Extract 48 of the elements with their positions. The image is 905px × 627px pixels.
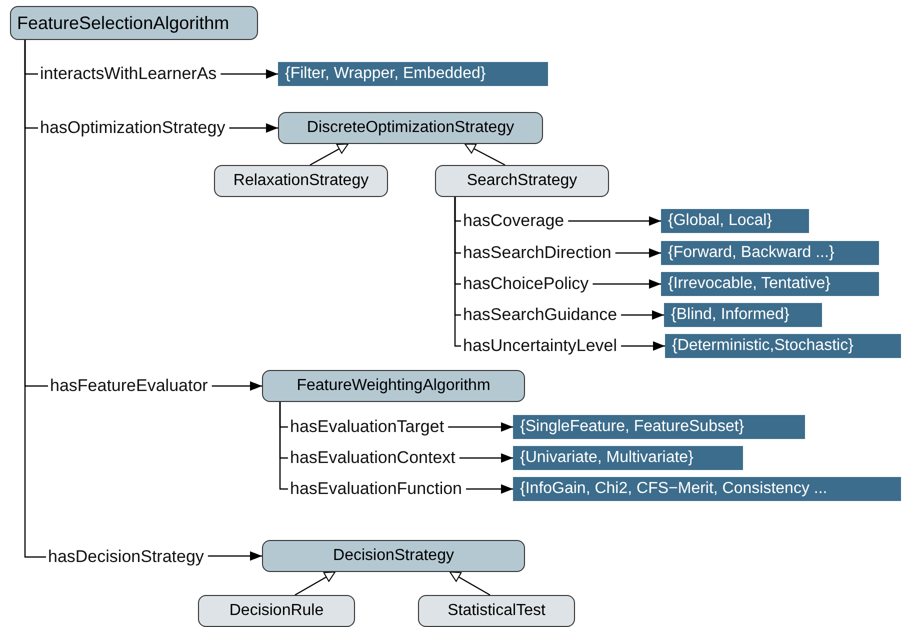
tree-connector [454, 197, 461, 347]
property-label: hasOptimizationStrategy [40, 116, 226, 140]
subclass-box: StatisticalTest [418, 595, 575, 627]
arrow [229, 123, 278, 133]
value-set-box: {Univariate, Multivariate} [513, 446, 743, 470]
arrow [459, 453, 513, 463]
property-label: hasDecisionStrategy [48, 545, 204, 569]
arrow [212, 381, 262, 391]
tree-connector [279, 402, 288, 490]
property-label: interactsWithLearnerAs [40, 62, 217, 86]
arrow [568, 216, 661, 226]
property-label: hasUncertaintyLevel [463, 334, 618, 358]
arrow [448, 422, 513, 432]
property-label: hasEvaluationContext [290, 446, 456, 470]
subclass-box: DecisionRule [198, 595, 355, 627]
arrow [621, 310, 664, 320]
arrow [466, 484, 513, 494]
tree-connector [24, 40, 46, 558]
subclass-box: RelaxationStrategy [214, 165, 388, 197]
property-label: hasEvaluationFunction [290, 477, 462, 501]
subclass-box: SearchStrategy [435, 165, 609, 197]
inheritance-arrow [310, 143, 348, 166]
class-box: DecisionStrategy [262, 540, 525, 572]
value-set-box: {InfoGain, Chi2, CFS−Merit, Consistency ... [513, 477, 901, 501]
value-set-box: {Blind, Informed} [664, 303, 822, 327]
property-label: hasChoicePolicy [463, 272, 589, 296]
arrow [621, 341, 665, 351]
value-set-box: {Forward, Backward ...} [661, 241, 879, 265]
inheritance-arrow [450, 571, 490, 596]
value-set-box: {SingleFeature, FeatureSubset} [513, 415, 805, 439]
value-set-box: {Global, Local} [661, 209, 809, 233]
class-box: FeatureWeightingAlgorithm [262, 370, 525, 402]
arrow [208, 551, 262, 561]
class-box: DiscreteOptimizationStrategy [278, 112, 543, 144]
value-set-box: {Deterministic,Stochastic} [665, 334, 901, 358]
arrow [592, 279, 661, 289]
inheritance-arrow [294, 571, 336, 596]
property-label: hasSearchGuidance [463, 303, 618, 327]
arrow [220, 69, 278, 79]
value-set-box: {Irrevocable, Tentative} [661, 272, 879, 296]
inheritance-arrow [464, 143, 506, 166]
arrow [615, 248, 661, 258]
class-box: FeatureSelectionAlgorithm [10, 6, 258, 40]
property-label: hasFeatureEvaluator [50, 374, 208, 398]
property-label: hasSearchDirection [463, 241, 612, 265]
property-label: hasEvaluationTarget [290, 415, 444, 439]
value-set-box: {Filter, Wrapper, Embedded} [278, 62, 548, 86]
property-label: hasCoverage [463, 209, 564, 233]
